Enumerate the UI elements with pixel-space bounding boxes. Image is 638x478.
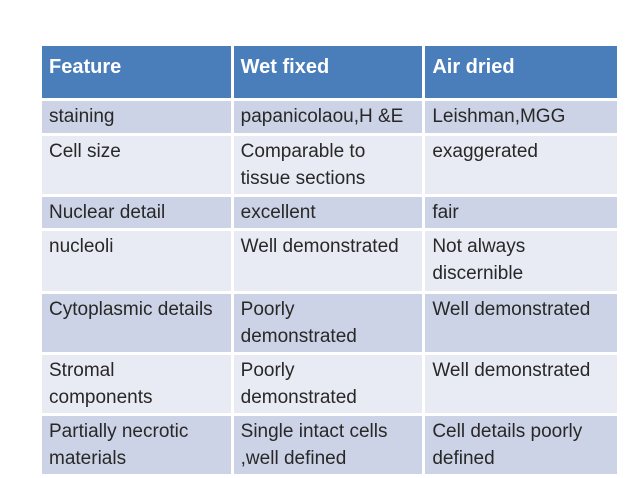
- column-header-wet-fixed: Wet fixed: [233, 46, 426, 101]
- table-cell: Well demonstrated: [425, 294, 617, 355]
- table-cell: staining: [42, 101, 234, 136]
- table-cell: Not always discernible: [425, 231, 617, 294]
- table-cell: Comparable to tissue sections: [233, 136, 426, 197]
- table-cell: Nuclear detail: [42, 197, 234, 231]
- table-cell: papanicolaou,H &E: [233, 101, 426, 136]
- table-cell: Stromal components: [42, 355, 234, 416]
- table-cell: fair: [425, 197, 617, 231]
- table-cell: Well demonstrated: [233, 231, 426, 294]
- table-cell: Well demonstrated: [425, 355, 617, 416]
- table-cell: exaggerated: [425, 136, 617, 197]
- table-cell: excellent: [233, 197, 426, 231]
- column-header-feature: Feature: [42, 46, 234, 101]
- table-cell: Poorly demonstrated: [233, 355, 426, 416]
- column-header-air-dried: Air dried: [425, 46, 617, 101]
- table-header: Feature Wet fixed Air dried: [42, 46, 617, 101]
- table-cell: Partially necrotic materials: [42, 416, 234, 474]
- table-cell: Cell details poorly defined: [425, 416, 617, 474]
- table-cell: nucleoli: [42, 231, 234, 294]
- table-cell: Cell size: [42, 136, 234, 197]
- table-cell: Cytoplasmic details: [42, 294, 234, 355]
- table-cell: Single intact cells ,well defined: [233, 416, 426, 474]
- table-cell: Leishman,MGG: [425, 101, 617, 136]
- header-row: Feature Wet fixed Air dried: [42, 46, 617, 101]
- table-cell: Poorly demonstrated: [233, 294, 426, 355]
